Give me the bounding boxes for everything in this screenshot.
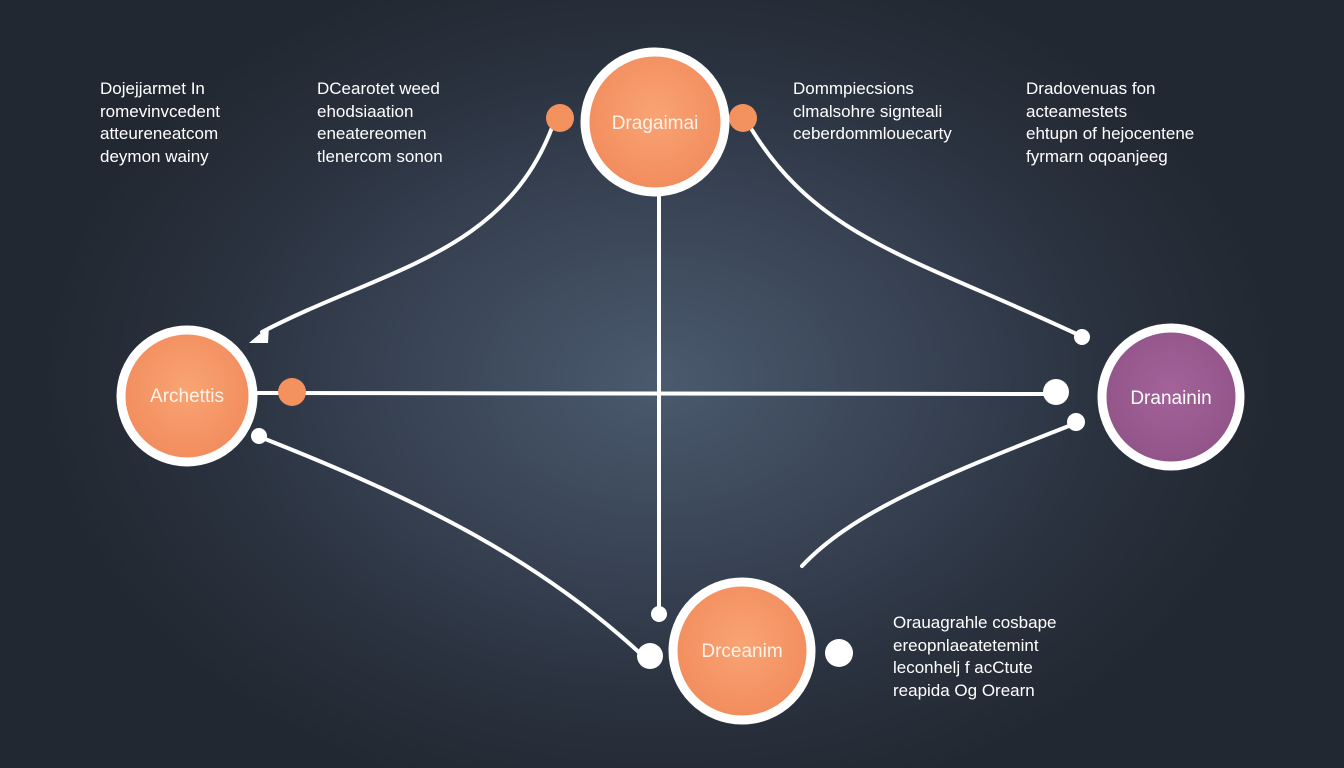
node-right[interactable]: Dranainin	[1097, 323, 1245, 471]
port-dot[interactable]	[651, 606, 667, 622]
connector-left-to-bottom	[258, 435, 645, 658]
note-line: Dommpiecsions	[793, 79, 914, 98]
note-line: deymon wainy	[100, 146, 209, 166]
node-left-label: Archettis	[150, 386, 224, 407]
note-top-left: Dojejjarmet In romevinvcedent atteurenea…	[100, 78, 220, 168]
note-line: reapida Og Orearn	[893, 680, 1035, 700]
note-line: leconhelj f acCtute	[893, 658, 1033, 677]
connector-right-to-bottom	[800, 422, 1076, 568]
note-top-center-right: Dommpiecsions clmalsohre signteali ceber…	[793, 78, 952, 146]
connector-left-to-right	[254, 391, 1056, 396]
port-dot[interactable]	[278, 378, 306, 406]
node-right-label: Dranainin	[1130, 388, 1211, 409]
note-line: ehtupn of hejocentene	[1026, 124, 1195, 143]
port-dot[interactable]	[729, 104, 757, 132]
note-line: ehodsiaation	[317, 101, 414, 121]
port-dot[interactable]	[1074, 329, 1090, 345]
node-bottom[interactable]: Drceanim	[668, 577, 816, 725]
node-bottom-label: Drceanim	[701, 641, 782, 662]
note-line: ereopnlaeatetemint	[893, 635, 1039, 655]
note-line: atteureneatcom	[100, 124, 219, 143]
connector-top-to-left	[260, 123, 555, 334]
node-left[interactable]: Archettis	[116, 325, 258, 467]
arrow-head-icon	[249, 326, 269, 343]
note-line: acteamestets	[1026, 101, 1128, 121]
port-dot[interactable]	[637, 643, 663, 669]
port-dot[interactable]	[251, 428, 267, 444]
note-line: Dradovenuas fon	[1026, 79, 1156, 98]
node-top-label: Dragaimai	[612, 113, 699, 134]
note-bottom-right: Orauagrahle cosbape ereopnlaeatetemint l…	[893, 612, 1057, 702]
connector-top-to-right	[750, 128, 1083, 338]
note-line: fyrmarn oqoanjeeg	[1026, 146, 1168, 166]
note-line: tlenercom sonon	[317, 146, 443, 166]
note-line: Orauagrahle cosbape	[893, 613, 1057, 632]
note-line: eneatereomen	[317, 124, 427, 143]
port-dots	[251, 104, 1090, 669]
port-dot[interactable]	[1067, 413, 1085, 431]
node-top[interactable]: Dragaimai	[580, 47, 730, 197]
port-dot[interactable]	[1043, 379, 1069, 405]
port-dot[interactable]	[825, 639, 853, 667]
note-line: romevinvcedent	[100, 101, 221, 121]
note-top-center-left: DCearotet weed ehodsiaation eneatereomen…	[317, 78, 443, 168]
note-top-right: Dradovenuas fon acteamestets ehtupn of h…	[1026, 78, 1194, 168]
note-line: DCearotet weed	[317, 79, 440, 98]
port-dot[interactable]	[546, 104, 574, 132]
note-line: clmalsohre signteali	[793, 101, 943, 121]
note-line: ceberdommlouecarty	[793, 124, 952, 143]
note-line: Dojejjarmet In	[100, 79, 205, 98]
